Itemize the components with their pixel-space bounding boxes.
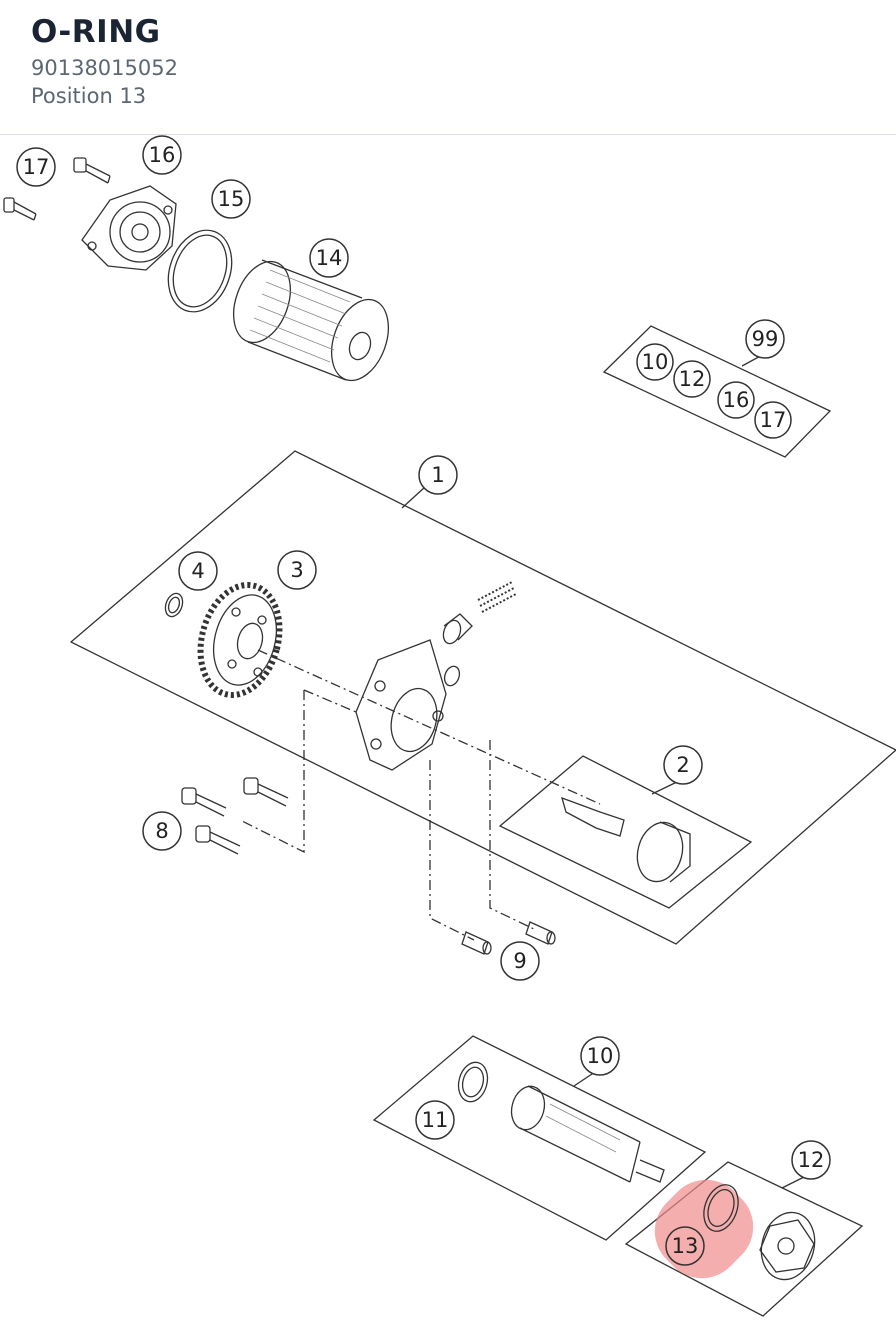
box-10 — [372, 1035, 707, 1241]
callout-12: 12 — [798, 1148, 825, 1172]
o-ring-16 — [167, 229, 233, 313]
callout-17: 14 — [316, 246, 343, 270]
oil-filter-17 — [233, 259, 389, 382]
bolts-8 — [181, 777, 289, 855]
cover-15 — [81, 185, 177, 271]
callout-14: 17 — [23, 155, 50, 179]
small-washer — [443, 665, 461, 687]
dowels-9 — [461, 921, 556, 955]
kit-99-item-17: 17 — [760, 408, 787, 432]
gear-3 — [197, 582, 283, 698]
piston — [442, 613, 473, 645]
box-2 — [498, 755, 753, 909]
callout-10: 10 — [587, 1044, 614, 1068]
kit-99-item-10: 10 — [642, 350, 669, 374]
callout-9: 9 — [513, 949, 526, 973]
plug-12 — [759, 1211, 816, 1281]
kit-99-box — [602, 325, 832, 458]
spring — [477, 581, 517, 613]
kit-99-item-12: 12 — [679, 367, 706, 391]
callout-13[interactable]: 13 — [672, 1234, 699, 1258]
o-ring-11 — [457, 1061, 489, 1103]
part-title: O-RING — [31, 14, 161, 50]
callout-2: 2 — [676, 753, 689, 777]
bolt-14 — [3, 197, 37, 221]
pump-housing — [355, 639, 447, 771]
part-header: O-RING 90138015052 Position 13 — [0, 0, 896, 135]
valve-10 — [510, 1085, 665, 1183]
kit-99-item-16: 16 — [723, 388, 750, 412]
part-position: Position 13 — [31, 84, 147, 108]
callout-4: 4 — [191, 559, 204, 583]
rotor — [636, 821, 691, 883]
exploded-diagram: 17 16 15 14 99 10 12 16 17 1 4 3 2 8 9 1… — [0, 135, 896, 1335]
washer-4 — [164, 592, 184, 618]
o-ring-13 — [703, 1184, 739, 1232]
callout-1: 1 — [431, 463, 444, 487]
rotor-shaft — [561, 796, 625, 837]
callout-8: 8 — [155, 819, 168, 843]
diagram-svg: 17 16 15 14 99 10 12 16 17 1 4 3 2 8 9 1… — [3, 135, 896, 1317]
part-number: 90138015052 — [31, 56, 178, 80]
callout-15: 16 — [149, 143, 176, 167]
callout-16: 15 — [218, 187, 245, 211]
callout-3: 3 — [290, 558, 303, 582]
assembly-box-1 — [69, 450, 896, 945]
callout-11: 11 — [422, 1108, 449, 1132]
highlight-13 — [654, 1179, 754, 1279]
callout-99: 99 — [752, 327, 779, 351]
bolt-15 — [73, 157, 111, 184]
